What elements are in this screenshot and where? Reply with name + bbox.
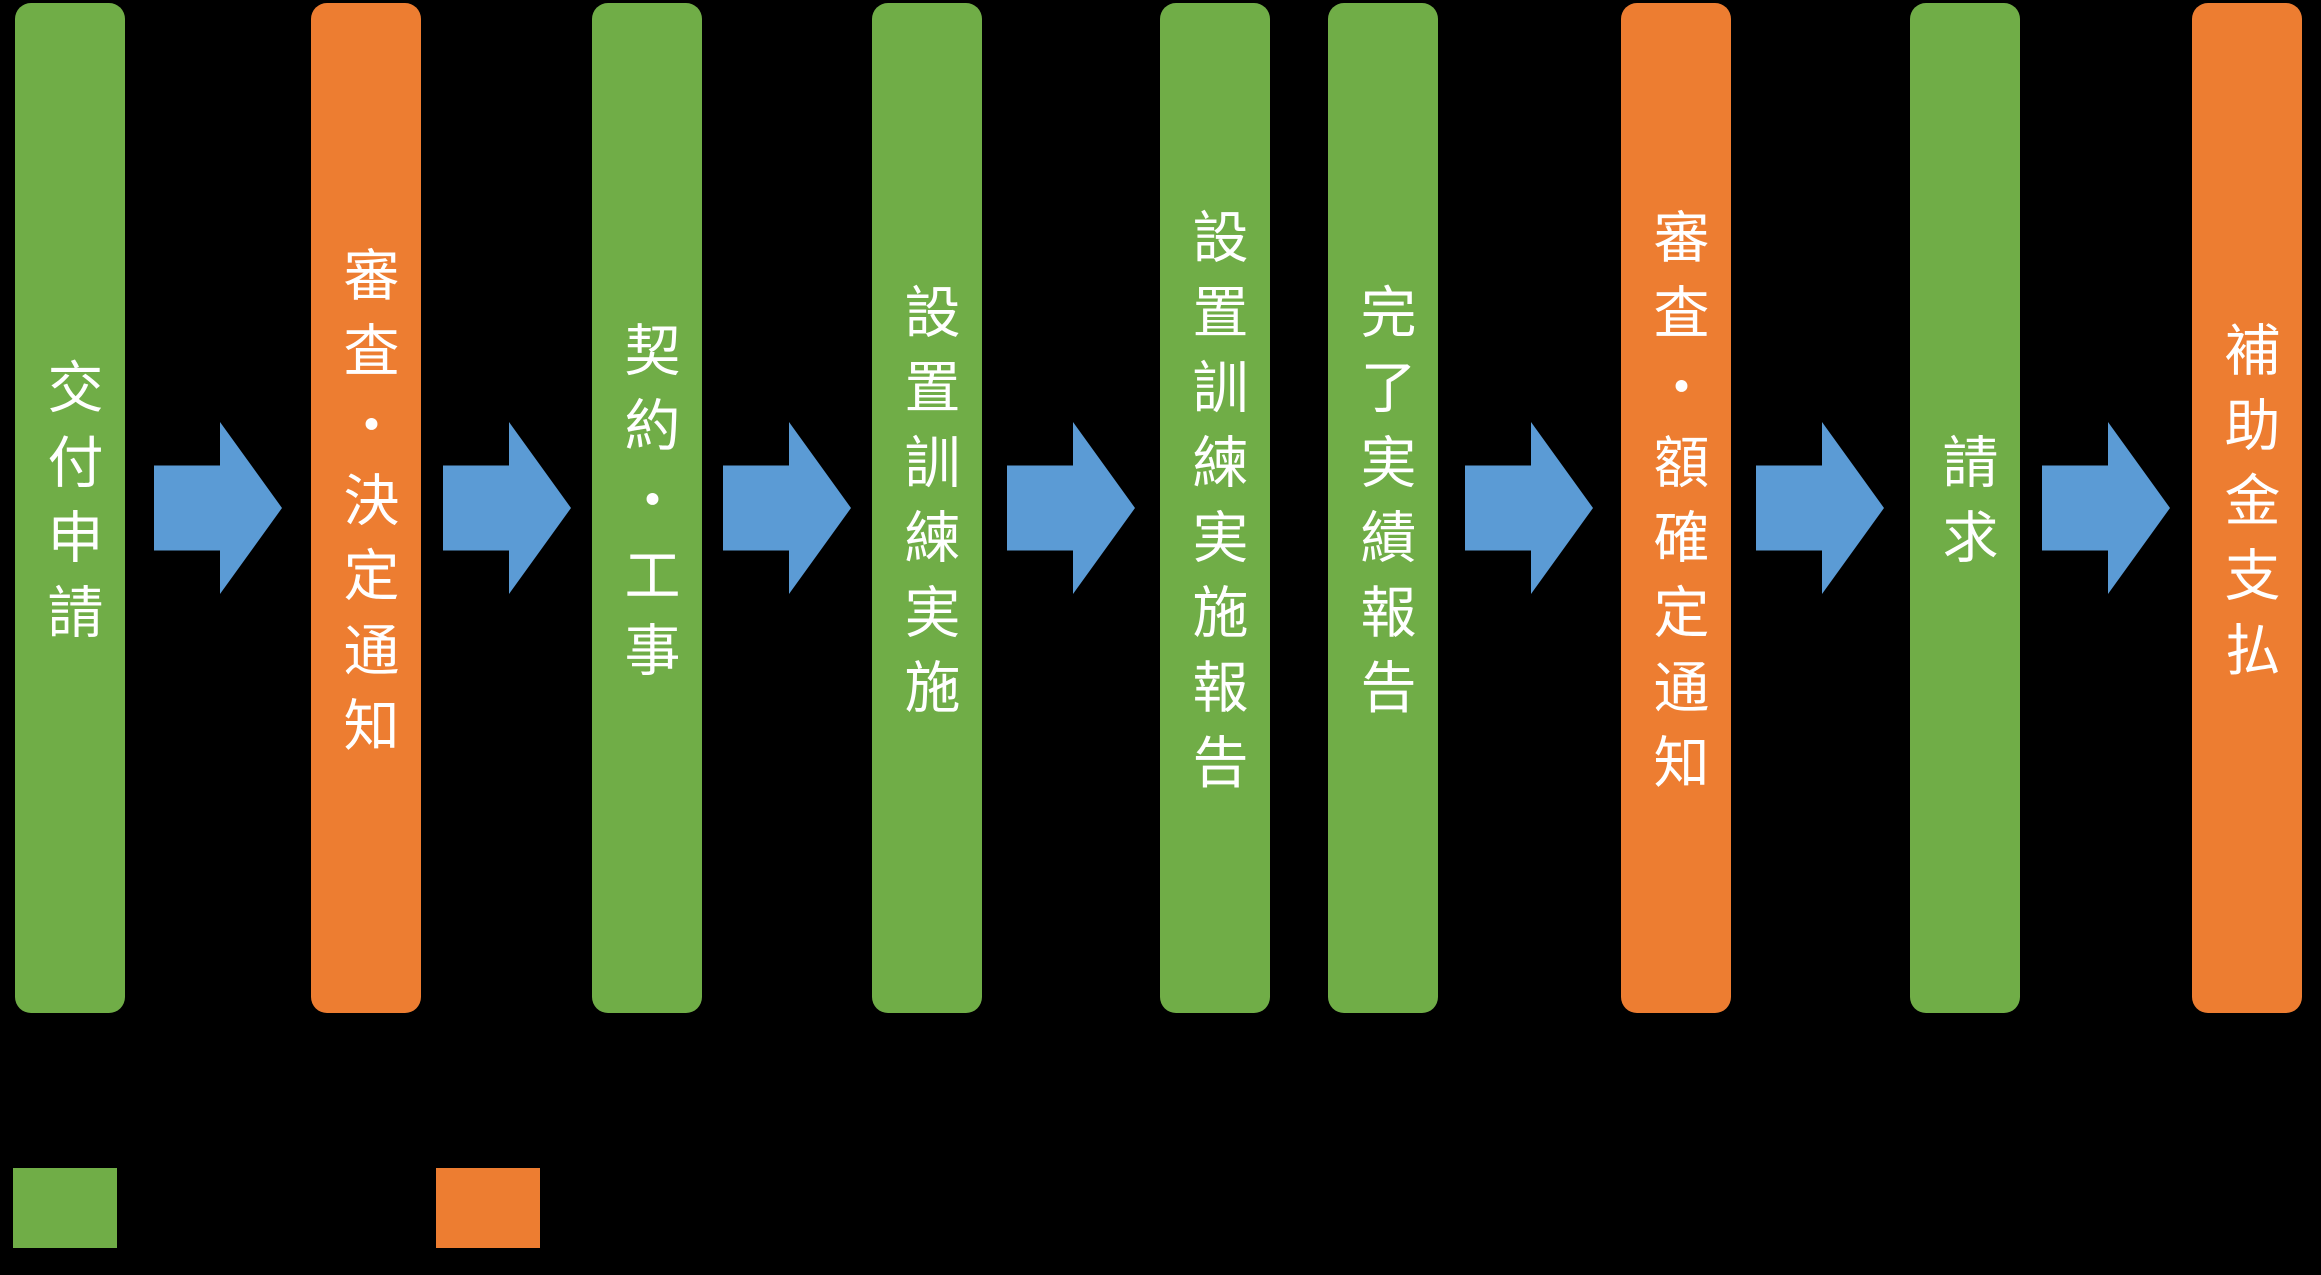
step-label-9: 補助金支払 [2215,320,2280,696]
step-label-4: 設置訓練実施 [895,283,960,733]
step-bar-8: 請求 [1910,3,2020,1013]
legend-swatch-orange [436,1168,540,1248]
legend-swatch-green [13,1168,117,1248]
arrow-right-icon-4 [1007,422,1135,594]
step-bar-2: 審査・決定通知 [311,3,421,1013]
step-bar-3: 契約・工事 [592,3,702,1013]
step-label-3: 契約・工事 [615,320,680,696]
arrow-right-icon-3 [723,422,851,594]
step-bar-7: 審査・額確定通知 [1621,3,1731,1013]
step-label-8: 請求 [1933,433,1998,583]
step-label-5: 設置訓練実施報告 [1183,208,1248,808]
arrow-right-icon-7 [2042,422,2170,594]
step-bar-4: 設置訓練実施 [872,3,982,1013]
step-bar-1: 交付申請 [15,3,125,1013]
step-bar-9: 補助金支払 [2192,3,2302,1013]
arrow-right-icon-5 [1465,422,1593,594]
step-label-7: 審査・額確定通知 [1644,208,1709,808]
arrow-right-icon-2 [443,422,571,594]
arrow-right-icon-6 [1756,422,1884,594]
step-label-1: 交付申請 [38,358,103,658]
step-label-6: 完了実績報告 [1351,283,1416,733]
step-bar-5: 設置訓練実施報告 [1160,3,1270,1013]
step-label-2: 審査・決定通知 [334,245,399,771]
step-bar-6: 完了実績報告 [1328,3,1438,1013]
arrow-right-icon-1 [154,422,282,594]
